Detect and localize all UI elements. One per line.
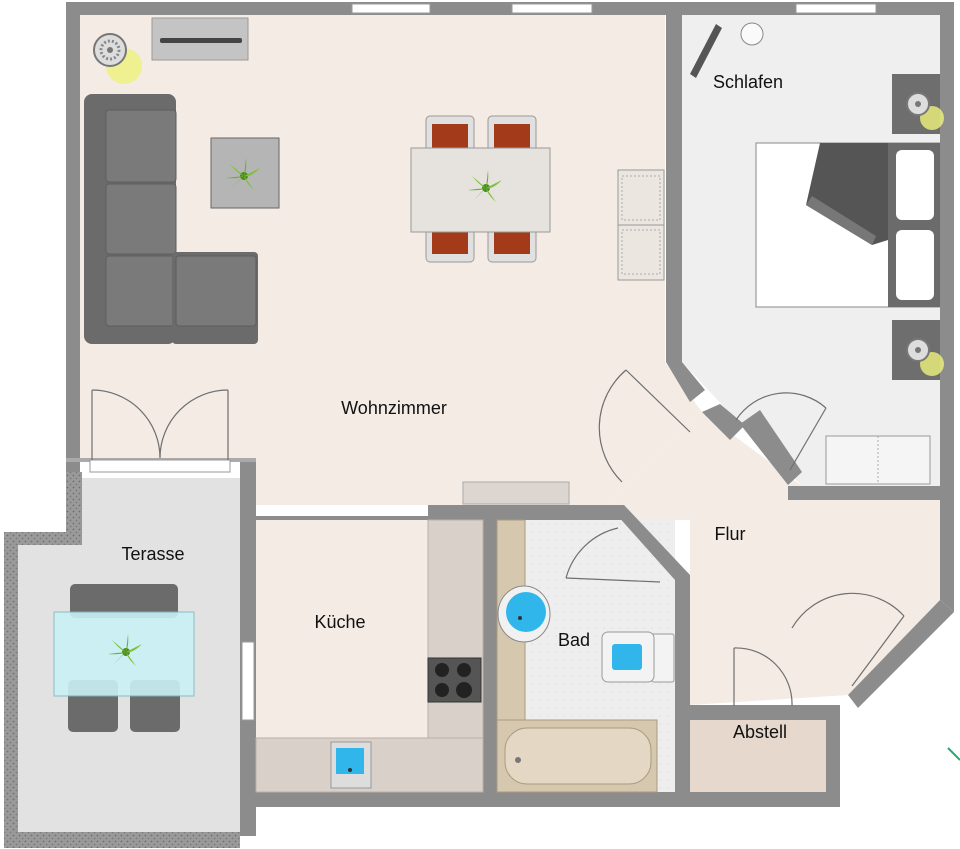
- room-label-kueche: Küche: [314, 612, 365, 632]
- room-label-wohnzimmer: Wohnzimmer: [341, 398, 447, 418]
- dining-set: [410, 115, 551, 263]
- windows: [89, 3, 877, 721]
- toilet-icon: [601, 631, 675, 683]
- nightstand-top: [892, 74, 944, 134]
- floor-hallway: [608, 412, 940, 705]
- plant-pot-living: [210, 137, 280, 209]
- washbasin-icon: [497, 585, 551, 643]
- room-label-flur: Flur: [715, 524, 746, 544]
- floor-kitchen: [256, 520, 428, 742]
- bedroom-chair: [690, 22, 764, 78]
- sink-icon: [330, 741, 372, 789]
- room-label-abstell: Abstell: [733, 722, 787, 742]
- compass-icon: [947, 747, 960, 761]
- bed-icon: [755, 142, 941, 308]
- bedroom-dresser: [825, 435, 931, 485]
- terrace-dining-set: [53, 584, 195, 732]
- doors: [91, 369, 905, 707]
- nightstand-bottom: [892, 320, 944, 380]
- stove-icon: [427, 657, 482, 703]
- walls: [66, 2, 954, 836]
- room-label-terasse: Terasse: [121, 544, 184, 564]
- shelf-living: [617, 169, 665, 281]
- bathtub-icon: [496, 719, 658, 793]
- lamp-icon: [93, 33, 142, 84]
- tv-icon: [151, 17, 249, 61]
- room-label-schlafen: Schlafen: [713, 72, 783, 92]
- sofa-icon: [84, 94, 258, 344]
- room-label-bad: Bad: [558, 630, 590, 650]
- floor-storage: [690, 720, 826, 792]
- radiator: [462, 481, 570, 505]
